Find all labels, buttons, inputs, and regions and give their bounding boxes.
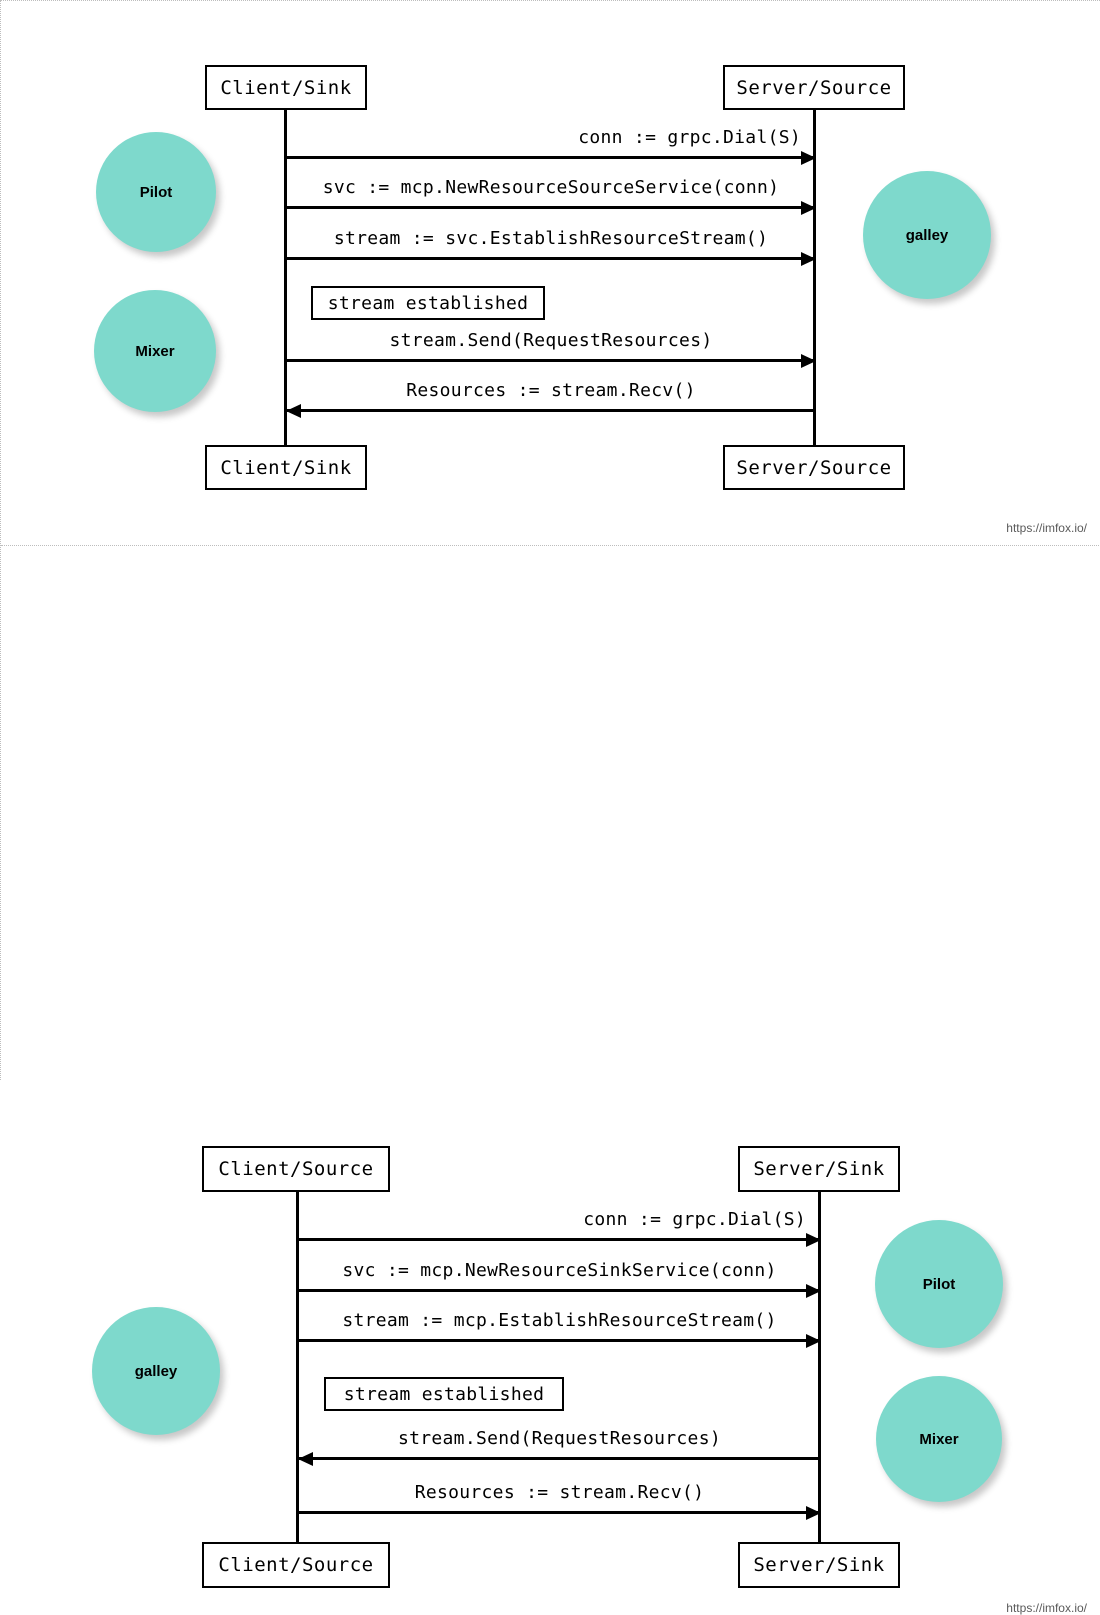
- actor-box-client-top: Client/Source: [202, 1146, 390, 1192]
- node-circle-label: Mixer: [135, 342, 175, 360]
- actor-label: Client/Source: [218, 1554, 374, 1576]
- message-label: conn := grpc.Dial(S): [583, 1209, 806, 1230]
- note-label: stream established: [343, 1383, 545, 1405]
- note-stream-established: stream established: [324, 1377, 564, 1411]
- node-circle-label: Mixer: [919, 1430, 959, 1448]
- arrow-head-right-icon: [801, 200, 816, 215]
- arrow-head-left-icon: [298, 1451, 313, 1466]
- node-circle-pilot-label-holder: Pilot: [875, 1220, 1003, 1348]
- arrow-line: [299, 1457, 820, 1460]
- arrow-line: [287, 206, 815, 209]
- node-circle-galley-label-holder: galley: [92, 1307, 220, 1435]
- arrow-head-right-icon: [801, 353, 816, 368]
- arrow-line: [299, 1511, 820, 1514]
- arrow-line: [299, 1238, 820, 1241]
- actor-label: Server/Source: [736, 76, 892, 99]
- actor-label: Client/Sink: [220, 76, 352, 99]
- diagram-stage: galley Pilot Mixer Client/Source Server/…: [1, 546, 1100, 1615]
- note-label: stream established: [327, 292, 529, 314]
- arrow-line: [287, 257, 815, 260]
- message-label: svc := mcp.NewResourceSourceService(conn…: [322, 177, 780, 198]
- message-label: stream.Send(RequestResources): [389, 330, 713, 351]
- lifeline-server: [813, 109, 816, 446]
- actor-label: Server/Source: [736, 456, 892, 479]
- arrow-head-right-icon: [806, 1333, 821, 1348]
- diagram-stage: Pilot Mixer galley Client/Sink Server/So…: [1, 1, 1100, 545]
- watermark-link: https://imfox.io/: [1006, 1601, 1087, 1615]
- arrow-line: [299, 1289, 820, 1292]
- message-label: svc := mcp.NewResourceSinkService(conn): [342, 1260, 777, 1281]
- actor-box-client-bottom: Client/Sink: [205, 445, 367, 490]
- node-circle-label: Pilot: [139, 183, 173, 201]
- actor-box-server-bottom: Server/Sink: [738, 1542, 900, 1588]
- arrow-head-left-icon: [286, 403, 301, 418]
- message-label: stream := mcp.EstablishResourceStream(): [342, 1310, 777, 1331]
- arrow-line: [287, 156, 815, 159]
- arrow-head-right-icon: [806, 1232, 821, 1247]
- actor-box-client-top: Client/Sink: [205, 65, 367, 110]
- arrow-line: [287, 359, 815, 362]
- arrow-head-right-icon: [806, 1283, 821, 1298]
- actor-box-server-top: Server/Sink: [738, 1146, 900, 1192]
- actor-label: Client/Source: [218, 1158, 374, 1180]
- actor-box-client-bottom: Client/Source: [202, 1542, 390, 1588]
- actor-box-server-top: Server/Source: [723, 65, 905, 110]
- actor-label: Server/Sink: [753, 1158, 885, 1180]
- node-circle-pilot: Pilot: [96, 132, 216, 252]
- watermark-text: https://imfox.io/: [1006, 1601, 1087, 1615]
- arrow-head-right-icon: [806, 1505, 821, 1520]
- watermark-link: https://imfox.io/: [1006, 521, 1087, 535]
- note-stream-established: stream established: [311, 286, 545, 320]
- arrow-head-right-icon: [801, 150, 816, 165]
- node-circle-galley: galley: [863, 171, 991, 299]
- actor-label: Client/Sink: [220, 456, 352, 479]
- node-circle-label: Pilot: [922, 1275, 956, 1293]
- actor-label: Server/Sink: [753, 1554, 885, 1576]
- arrow-line: [287, 409, 815, 412]
- message-label: stream.Send(RequestResources): [398, 1428, 721, 1449]
- node-circle-mixer: Mixer: [94, 290, 216, 412]
- message-label: Resources := stream.Recv(): [414, 1482, 705, 1503]
- arrow-line: [299, 1339, 820, 1342]
- actor-box-server-bottom: Server/Source: [723, 445, 905, 490]
- node-circle-label: galley: [134, 1362, 178, 1380]
- lifeline-client: [284, 109, 287, 446]
- sequence-diagram-panel-1: Pilot Mixer galley Client/Sink Server/So…: [1, 1, 1100, 546]
- sequence-diagram-panel-2: galley Pilot Mixer Client/Source Server/…: [1, 546, 1100, 1615]
- node-circle-label: galley: [905, 226, 949, 244]
- message-label: stream := svc.EstablishResourceStream(): [333, 228, 769, 249]
- arrow-head-right-icon: [801, 251, 816, 266]
- watermark-text: https://imfox.io/: [1006, 521, 1087, 535]
- message-label: Resources := stream.Recv(): [406, 380, 696, 401]
- node-circle-mixer-label-holder: Mixer: [876, 1376, 1002, 1502]
- message-label: conn := grpc.Dial(S): [578, 127, 801, 148]
